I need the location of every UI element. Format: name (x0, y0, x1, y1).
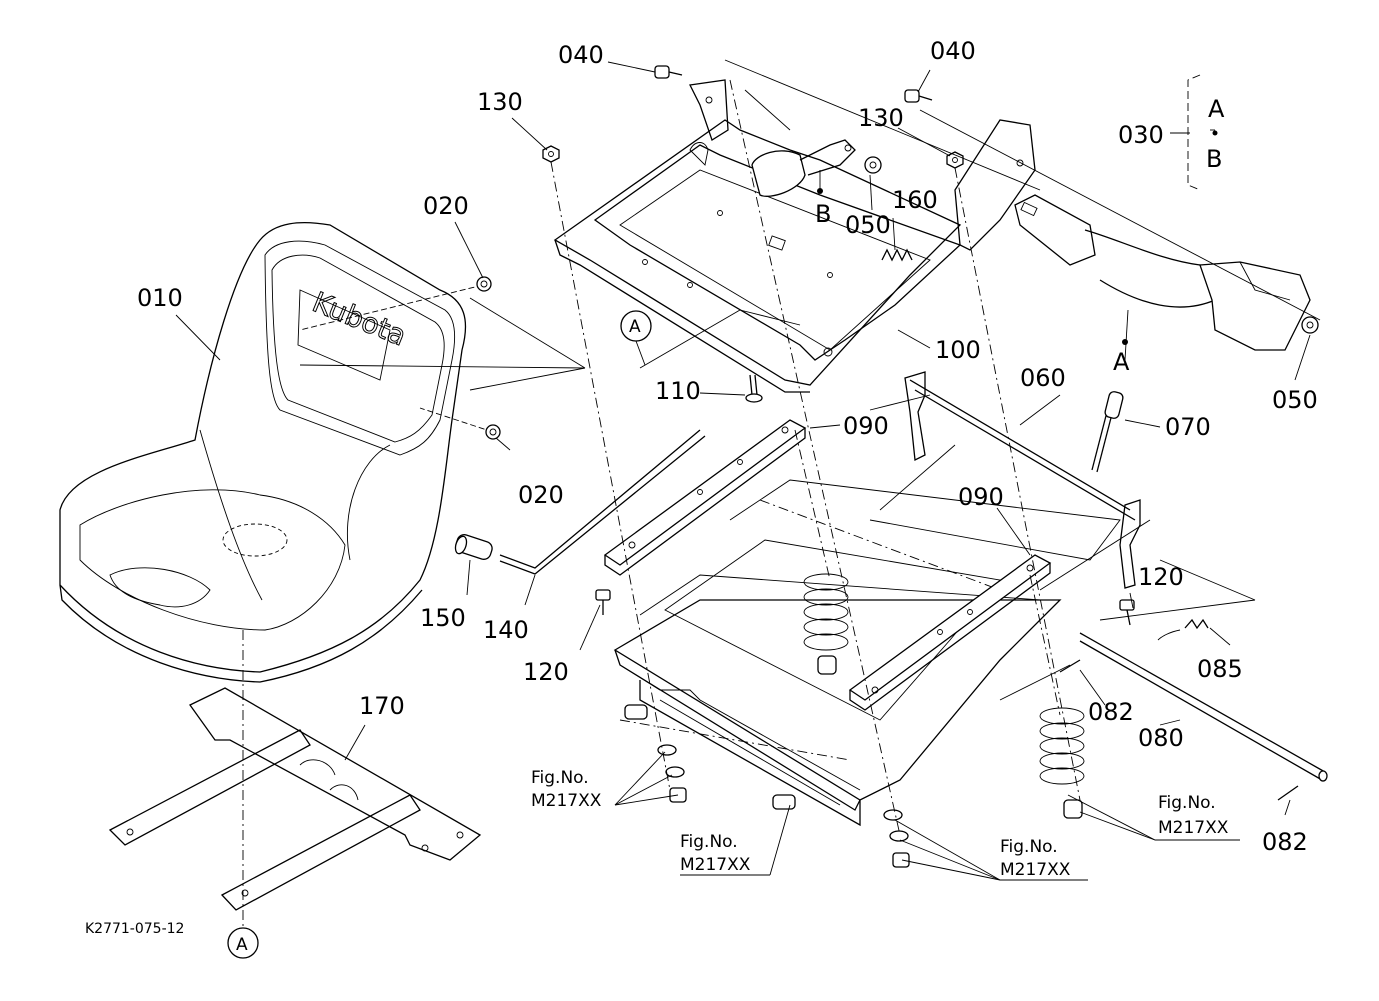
bracket-030 (1187, 74, 1201, 191)
label-130-left: 130 (477, 88, 523, 116)
pin-082-right (1277, 785, 1299, 801)
label-150: 150 (420, 604, 466, 632)
lever-grip-150 (454, 534, 493, 560)
label-090-left: 090 (843, 412, 889, 440)
fig-ref-1-line1: Fig.No. (531, 768, 589, 788)
slide-rail-090-left (603, 419, 807, 576)
label-100: 100 (935, 336, 981, 364)
ref-a-circle-bottom: A (236, 935, 248, 955)
label-030: 030 (1118, 121, 1164, 149)
slide-rail-090-right (848, 554, 1052, 711)
pin-082-left (1059, 659, 1081, 673)
seat-cushion: Kubota (59, 222, 467, 683)
pivot-rod-080 (1079, 632, 1328, 782)
release-lever-140 (499, 429, 706, 575)
spring-160 (881, 248, 913, 262)
adjust-lever-060 (904, 371, 1141, 589)
label-082-right: 082 (1262, 828, 1308, 856)
seat-fastener-guides (242, 284, 586, 930)
fig-ref-3-line2: M217XX (1000, 860, 1071, 880)
fig-ref-1-line2: M217XX (531, 791, 602, 811)
ref-a-circle-mid: A (629, 317, 641, 337)
nut-050-center (864, 156, 882, 174)
label-130-right: 130 (858, 104, 904, 132)
drawing-number: K2771-075-12 (85, 921, 184, 937)
nut-050-right (1301, 316, 1319, 334)
ref-b-top: B (1206, 145, 1222, 173)
label-070: 070 (1165, 413, 1211, 441)
ref-b-buckle: B (815, 200, 831, 228)
seat-belt-buckle (751, 139, 856, 197)
ref-a-top: A (1208, 95, 1225, 123)
label-160: 160 (892, 186, 938, 214)
bolt-110 (745, 374, 763, 403)
seat-frame-100 (553, 79, 1036, 393)
label-040-left: 040 (558, 41, 604, 69)
seat-slide-bracket (108, 687, 482, 911)
label-020-lower: 020 (518, 481, 564, 509)
label-020-upper: 020 (423, 192, 469, 220)
suspension-spring-left (803, 573, 849, 675)
label-050-center: 050 (845, 211, 891, 239)
suspension-spring-right (1039, 707, 1085, 819)
ref-a-belt: A (1113, 348, 1130, 376)
washer-stack-left (657, 744, 687, 803)
lever-knob-070 (1091, 391, 1124, 473)
nut-020-upper (476, 276, 492, 292)
fig-ref-3-line1: Fig.No. (1000, 837, 1058, 857)
label-060: 060 (1020, 364, 1066, 392)
suspension-frame (619, 479, 1121, 761)
label-010: 010 (137, 284, 183, 312)
label-120-left: 120 (523, 658, 569, 686)
ref-circle-mid (620, 310, 652, 366)
spring-085 (1157, 618, 1209, 641)
label-082-left: 082 (1088, 698, 1134, 726)
seat-base-plate (613, 539, 1062, 827)
dot-030 (1212, 130, 1218, 136)
dot-a (1122, 339, 1128, 345)
seat-belt (1014, 194, 1311, 351)
fig-ref-2-line2: M217XX (680, 855, 751, 875)
bolt-040-left (654, 65, 683, 79)
label-140: 140 (483, 616, 529, 644)
alignment-lines (550, 59, 1321, 836)
ref-circle-bottom (227, 927, 259, 959)
label-090-right: 090 (958, 483, 1004, 511)
label-050-right: 050 (1272, 386, 1318, 414)
fig-ref-4-line2: M217XX (1158, 818, 1229, 838)
label-080: 080 (1138, 724, 1184, 752)
dot-b (817, 188, 823, 194)
bolt-120-left (595, 589, 611, 615)
fig-ref-4-line1: Fig.No. (1158, 793, 1216, 813)
bolt-120-right (1119, 599, 1135, 626)
brand-logo: Kubota (308, 285, 411, 352)
fig-ref-2-line1: Fig.No. (680, 832, 738, 852)
label-110: 110 (655, 377, 701, 405)
label-170: 170 (359, 692, 405, 720)
bolt-040-right (904, 89, 933, 103)
fig-ref-pointers (614, 751, 1240, 881)
washer-stack-right (883, 809, 910, 868)
leader-lines (175, 61, 1311, 816)
nut-130-right (946, 151, 964, 169)
label-085: 085 (1197, 655, 1243, 683)
label-120-right: 120 (1138, 563, 1184, 591)
nut-020-lower (485, 424, 501, 440)
label-040-right: 040 (930, 37, 976, 65)
